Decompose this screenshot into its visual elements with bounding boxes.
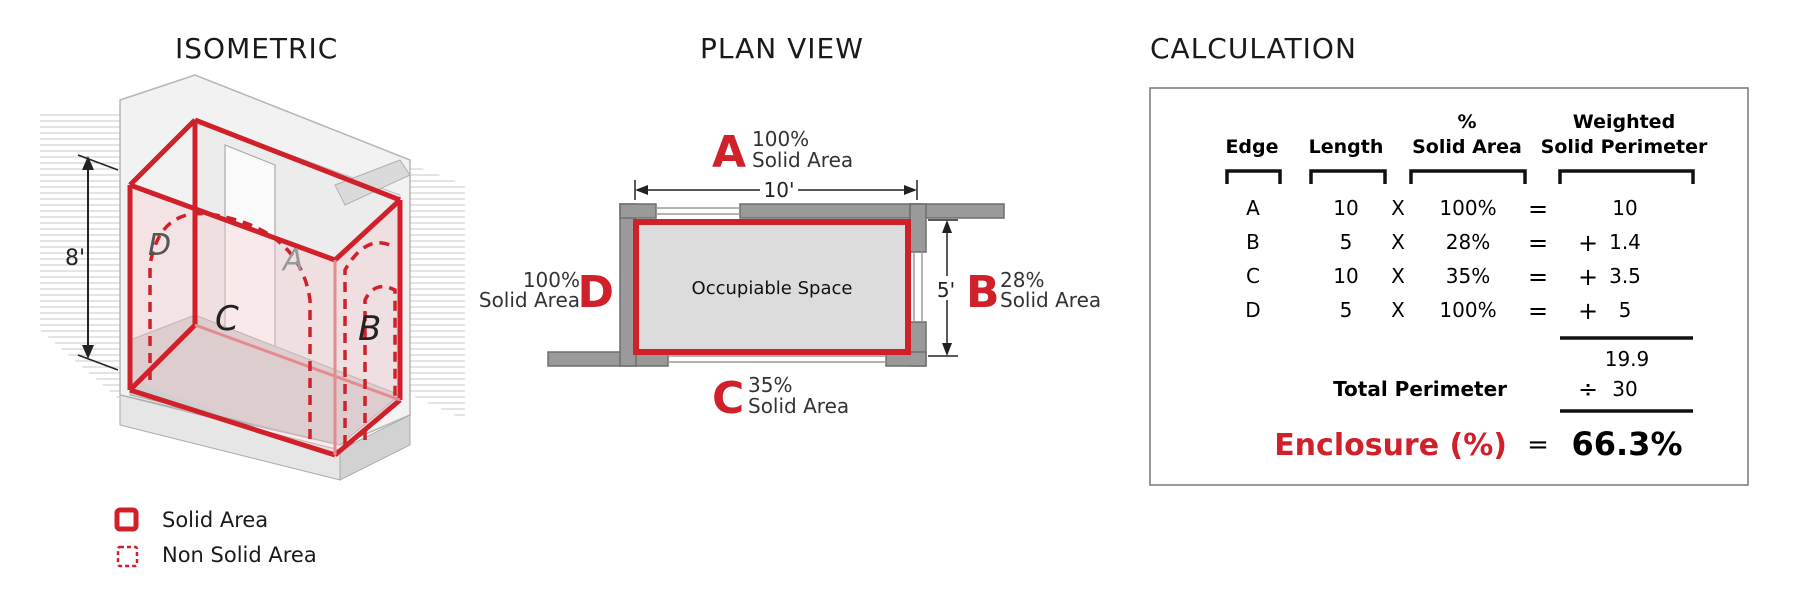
height-dimension (77, 154, 119, 371)
isometric-heading: ISOMETRIC (175, 32, 339, 65)
occupiable-space-label: Occupiable Space (692, 278, 853, 299)
header-weighted-line1: Weighted (1573, 111, 1675, 133)
legend: Solid Area Non Solid Area (114, 507, 317, 568)
left-hatch-wall (40, 110, 120, 400)
header-pct-line2: Solid Area (1412, 136, 1522, 158)
row-a-edge: A (1246, 196, 1260, 220)
plan-edge-a-caption: Solid Area (752, 148, 853, 172)
plan-edge-c-percent: 35% (748, 373, 792, 397)
legend-solid-label: Solid Area (162, 508, 268, 532)
row-c-op: X (1391, 264, 1405, 288)
plan-edge-a-letter: A (712, 127, 746, 178)
base-slab-side (339, 414, 411, 481)
depth-label-bg (934, 276, 958, 300)
row-b-length: 5 (1340, 230, 1353, 254)
row-b-pct: 28% (1446, 230, 1490, 254)
plan-view-heading: PLAN VIEW (700, 32, 864, 65)
plan-edge-c-caption: Solid Area (748, 394, 849, 418)
row-b-op: X (1391, 230, 1405, 254)
row-c-sign: + (1578, 263, 1598, 291)
result-eq: = (1527, 430, 1549, 460)
calculation-heading: CALCULATION (1150, 32, 1357, 65)
divide-sign: ÷ (1578, 375, 1598, 403)
plan-edge-c-letter: C (712, 373, 744, 424)
height-label: 8' (65, 246, 85, 271)
subtotal-value: 19.9 (1605, 347, 1650, 371)
plan-edge-a-percent: 100% (752, 127, 809, 151)
row-b-sign: + (1578, 229, 1598, 257)
header-pct-line1: % (1457, 111, 1476, 133)
plan-diagram: Occupiable Space 10' 5' A 100% Solid Are… (479, 127, 1101, 424)
row-b-edge: B (1246, 230, 1260, 254)
iso-label-b: B (358, 309, 381, 349)
plan-edge-d-caption: Solid Area (479, 288, 580, 312)
row-c: C 10 X 35% = + 3.5 (1246, 263, 1641, 291)
header-edge: Edge (1225, 136, 1278, 158)
depth-label: 5' (937, 278, 955, 302)
occupiable-space (633, 219, 911, 355)
row-a-pct: 100% (1439, 196, 1496, 220)
plan-edge-b-percent: 28% (1000, 268, 1044, 292)
side-translucent-panel (335, 200, 400, 455)
iso-label-a: A (281, 243, 304, 278)
width-label-bg (760, 177, 798, 201)
row-d-sign: + (1578, 297, 1598, 325)
row-d: D 5 X 100% = + 5 (1245, 297, 1631, 325)
row-c-length: 10 (1333, 264, 1358, 288)
right-hatch-wall (400, 160, 465, 420)
plan-edge-a: A 100% Solid Area (712, 127, 853, 178)
non-solid-area-swatch (116, 545, 139, 568)
row-b-value: 1.4 (1609, 230, 1641, 254)
solid-area-swatch (114, 507, 139, 532)
front-translucent-panel (130, 185, 335, 455)
enclosure-value: 66.3% (1571, 425, 1682, 463)
row-d-pct: 100% (1439, 298, 1496, 322)
row-d-eq: = (1528, 297, 1548, 325)
plan-edge-d-percent: 100% (523, 268, 580, 292)
row-a-op: X (1391, 196, 1405, 220)
enclosure-label: Enclosure (%) (1274, 428, 1507, 463)
right-wall-top (334, 159, 411, 206)
total-perimeter-label: Total Perimeter (1333, 377, 1507, 401)
plan-edge-d: D 100% Solid Area (479, 267, 614, 318)
legend-non-solid-label: Non Solid Area (162, 543, 317, 567)
row-a: A 10 X 100% = 10 (1246, 195, 1638, 223)
row-a-length: 10 (1333, 196, 1358, 220)
solid-edges (127, 117, 403, 458)
plan-openings (656, 207, 923, 363)
row-d-length: 5 (1340, 298, 1353, 322)
row-c-value: 3.5 (1609, 264, 1641, 288)
plan-edge-d-letter: D (577, 267, 614, 318)
header-length: Length (1309, 136, 1384, 158)
row-a-value: 10 (1612, 196, 1637, 220)
row-d-edge: D (1245, 298, 1260, 322)
header-brackets (1225, 169, 1695, 184)
calculation-panel: Edge Length % Solid Area Weighted Solid … (1149, 87, 1749, 486)
isometric-diagram: D A C B 8' (40, 74, 465, 481)
plan-edge-c: C 35% Solid Area (712, 373, 849, 424)
non-solid-arches (148, 211, 397, 445)
width-label: 10' (764, 178, 795, 202)
row-b-eq: = (1528, 229, 1548, 257)
row-c-eq: = (1528, 263, 1548, 291)
plan-edge-b-letter: B (966, 267, 1000, 318)
header-weighted-line2: Solid Perimeter (1541, 136, 1708, 158)
iso-label-d: D (148, 228, 171, 263)
row-c-pct: 35% (1446, 264, 1490, 288)
row-d-op: X (1391, 298, 1405, 322)
iso-label-c: C (215, 299, 239, 339)
plan-edge-b: B 28% Solid Area (966, 267, 1101, 318)
row-a-eq: = (1528, 195, 1548, 223)
plan-edge-b-caption: Solid Area (1000, 288, 1101, 312)
row-b: B 5 X 28% = + 1.4 (1246, 229, 1641, 257)
calculation-box (1149, 87, 1749, 486)
row-c-edge: C (1246, 264, 1260, 288)
total-perimeter-value: 30 (1612, 377, 1637, 401)
row-d-value: 5 (1619, 298, 1632, 322)
